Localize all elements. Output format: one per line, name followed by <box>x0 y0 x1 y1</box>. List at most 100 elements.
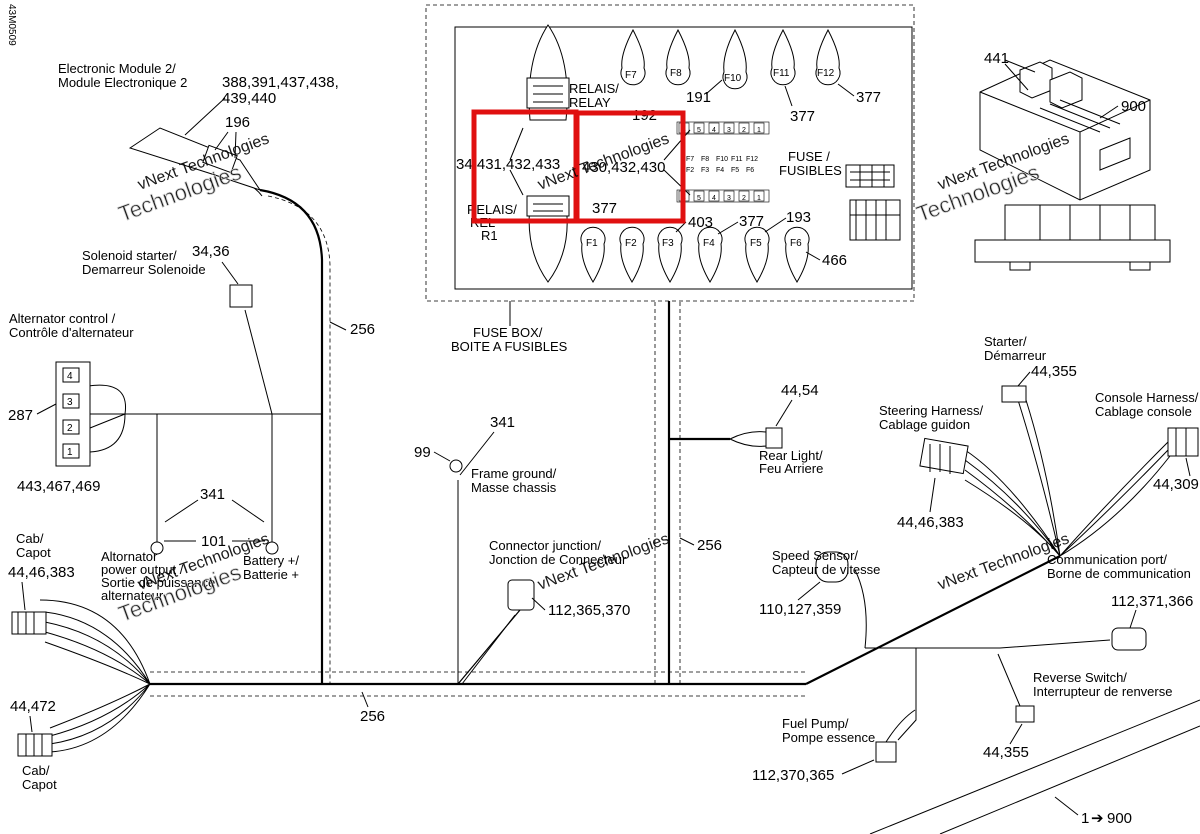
alt-control-label-1: Alternator control / <box>9 311 116 326</box>
rear-light: 44,54 Rear Light/ Feu Arriere <box>728 382 823 476</box>
fuse-f6: F6 <box>790 238 802 249</box>
ref-f4: 377 <box>739 213 764 230</box>
fuse-box: RELAIS/ RELAY RELAIS/ REL R1 F7 F8 F10 F… <box>425 4 915 354</box>
steering-connector: Steering Harness/ Cablage guidon 44,46,3… <box>879 403 983 531</box>
ref-256-fusebox: 256 <box>697 537 722 554</box>
connector-junction: Connector junction/ Jonction de Connecte… <box>489 538 630 619</box>
ref-f3: 403 <box>688 214 713 231</box>
grid-bottom-cell: 3 <box>727 195 731 202</box>
console-label-2: Cablage console <box>1095 404 1192 419</box>
module-label-1: Electronic Module 2/ <box>58 61 176 76</box>
ref-f5: 193 <box>786 209 811 226</box>
steering-label-2: Cablage guidon <box>879 417 970 432</box>
junction-label-1: Connector junction/ <box>489 538 601 553</box>
alt-control-ref-side: 287 <box>8 407 33 424</box>
grid-top-cell-box <box>723 122 735 134</box>
grid-fuse-bottom: F4 <box>716 167 724 174</box>
fusebox-3d: 441 900 <box>974 50 1171 271</box>
starter-connector: Starter/ Démarreur 44,355 <box>984 334 1077 403</box>
cab-bottom-ref: 44,472 <box>10 698 56 715</box>
comm-label-2: Borne de communication <box>1047 566 1191 581</box>
grid-fuse-bottom: F3 <box>701 167 709 174</box>
console-label-1: Console Harness/ <box>1095 390 1199 405</box>
ground-ref-99: 99 <box>414 444 431 461</box>
grid-bottom-cell-box <box>708 190 720 202</box>
fusebox3d-ref-441: 441 <box>984 50 1009 67</box>
console-ref: 44,309 <box>1153 476 1199 493</box>
ref-256-vertical: 256 <box>350 321 375 338</box>
grid-bottom-cell-box <box>693 190 705 202</box>
grid-top-cell: 5 <box>697 127 701 134</box>
grid-fuse-top: F12 <box>746 156 758 163</box>
bottom-ref-target: 900 <box>1107 810 1132 827</box>
bottom-ref-arrow: ➔ <box>1091 810 1104 827</box>
starter-ref: 44,355 <box>1031 363 1077 380</box>
ref-f1: 377 <box>592 200 617 217</box>
module-ref-2: 439,440 <box>222 90 276 107</box>
alt-pin-4: 4 <box>67 371 73 382</box>
ref-f10: 191 <box>686 89 711 106</box>
fuse-f5: F5 <box>750 238 762 249</box>
ref-f6: 466 <box>822 252 847 269</box>
ring-ref-101: 101 <box>201 533 226 550</box>
fuel-label-2: Pompe essence <box>782 730 875 745</box>
reverse-label-2: Interrupteur de renverse <box>1033 684 1172 699</box>
cab-bottom-label-2: Capot <box>22 777 57 792</box>
main-harness <box>39 169 1171 753</box>
ref-fuses: 430,432,430 <box>582 159 665 176</box>
starter-label-1: Starter/ <box>984 334 1027 349</box>
electronic-module: Electronic Module 2/ Module Electronique… <box>58 61 339 191</box>
reverse-label-1: Reverse Switch/ <box>1033 670 1127 685</box>
alt-output-3: Sortie de puissance <box>101 575 215 590</box>
alt-output-4: alternateur <box>101 588 164 603</box>
bottom-ref: 1 <box>1081 810 1089 827</box>
cab-connector-bottom: 44,472 Cab/ Capot <box>10 698 57 792</box>
module-label-2: Module Electronique 2 <box>58 75 187 90</box>
figure-code: 43M0509 <box>6 4 17 46</box>
highlight-fuses <box>574 110 686 224</box>
grid-bottom-cell: 2 <box>742 195 746 202</box>
fuses-bottom: F1 F2 F3 F4 F5 F6 <box>580 226 810 283</box>
junction-ref: 112,365,370 <box>548 602 630 619</box>
grid-fuse-bottom: F6 <box>746 167 754 174</box>
ground-label-1: Frame ground/ <box>471 466 557 481</box>
grid-top-cell-box <box>753 122 765 134</box>
grid-top-cell-box <box>693 122 705 134</box>
fuse-f11: F11 <box>773 68 790 79</box>
grid-top-cell-box <box>738 122 750 134</box>
bottom-reference: 1 ➔ 900 <box>869 699 1200 834</box>
alt-control-label-2: Contrôle d'alternateur <box>9 325 134 340</box>
fuse-f2: F2 <box>625 238 637 249</box>
speed-label-1: Speed Sensor/ <box>772 548 858 563</box>
speed-sensor: Speed Sensor/ Capteur de vitesse 110,127… <box>759 548 880 618</box>
fuse-f10: F10 <box>724 73 742 84</box>
grid-bottom-cell: 4 <box>712 195 716 202</box>
fuse-f4: F4 <box>703 238 715 249</box>
grid-fuse-bottom: F5 <box>731 167 739 174</box>
cab-connector-top: Cab/ Capot 44,46,383 <box>8 531 75 635</box>
console-connector: Console Harness/ Cablage console 44,309 <box>1095 390 1199 493</box>
ring-terminals: 341 101 Altornator power output / Sortie… <box>101 486 299 603</box>
battery-label-1: Battery +/ <box>243 553 299 568</box>
ground-ref-341: 341 <box>490 414 515 431</box>
fuse-box-label-fr: BOITE A FUSIBLES <box>451 339 568 354</box>
alt-pin-2: 2 <box>67 423 73 434</box>
fuses-top: F7 F8 F10 F11 F12 <box>620 28 841 90</box>
ref-256-bottom: 256 <box>360 708 385 725</box>
frame-ground: 99 341 Frame ground/ Masse chassis <box>414 414 557 495</box>
fuse-f8: F8 <box>670 68 682 79</box>
fuse-box-label-en: FUSE BOX/ <box>473 325 543 340</box>
solenoid-label-2: Demarreur Solenoide <box>82 262 206 277</box>
solenoid-starter: Solenoid starter/ Demarreur Solenoide 34… <box>82 243 253 308</box>
grid-bottom-cell: 1 <box>757 195 761 202</box>
fuse-f7: F7 <box>625 70 637 81</box>
ground-label-2: Masse chassis <box>471 480 557 495</box>
grid-bottom-cell-box <box>738 190 750 202</box>
grid-fuse-top: F10 <box>716 156 728 163</box>
module-ref-pins: 196 <box>225 114 250 131</box>
junction-label-2: Jonction de Connecteur <box>489 552 627 567</box>
alt-pin-3: 3 <box>67 397 73 408</box>
alt-control-ref-bottom: 443,467,469 <box>17 478 100 495</box>
grid-top-cell: 3 <box>727 127 731 134</box>
